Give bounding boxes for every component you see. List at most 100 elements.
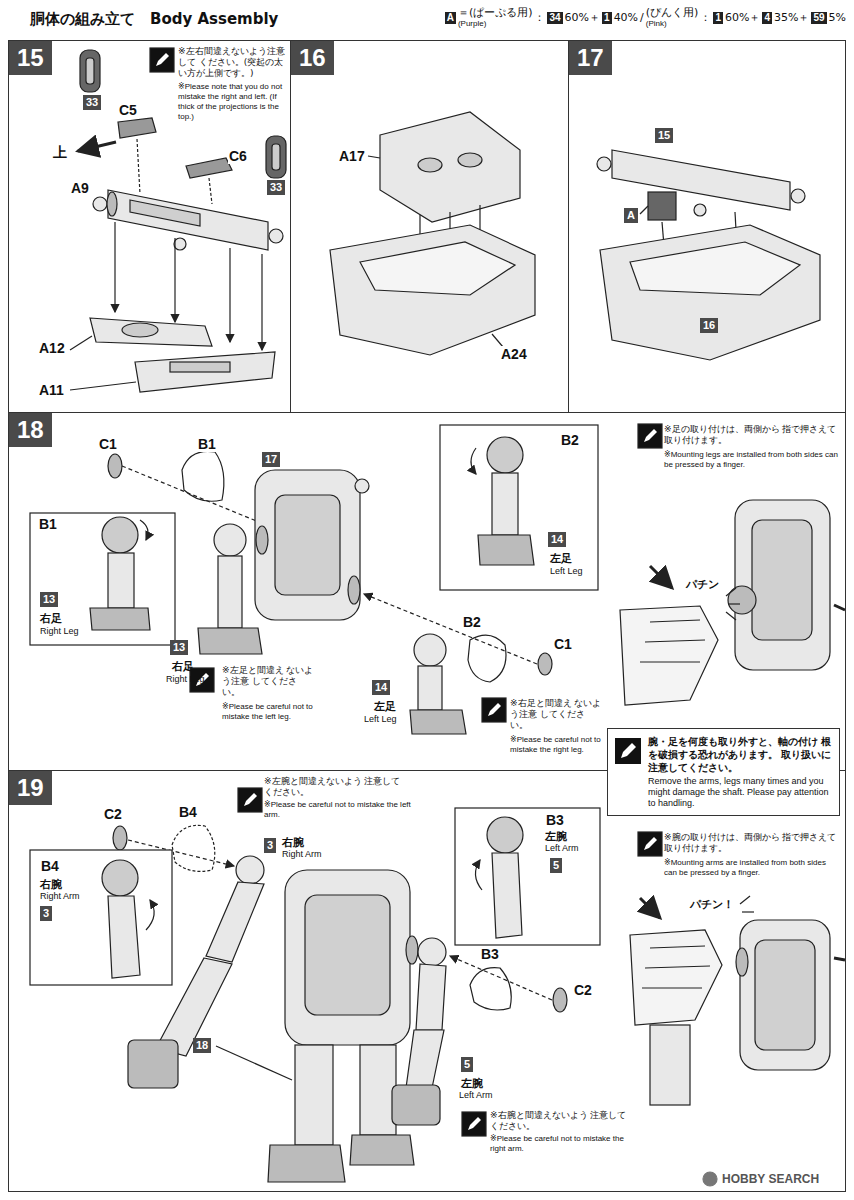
color-number: 1 <box>602 12 612 24</box>
callout-number: 33 <box>267 180 285 195</box>
part-drawing <box>182 451 224 501</box>
part-drawing <box>350 1135 414 1165</box>
formula-text: (Purple) <box>458 19 486 29</box>
note-text: ※腕の取り付けは、両側から 指で押さえて取り付けます。 <box>664 832 840 854</box>
part-drawing <box>268 1145 345 1182</box>
part-drawing <box>118 118 156 138</box>
callout-number: 13 <box>170 640 188 655</box>
watermark-icon <box>703 1172 717 1186</box>
part-drawing <box>642 987 702 988</box>
part-name: 右腕 <box>40 878 62 891</box>
formula-text: ： <box>700 11 711 24</box>
part-drawing <box>70 336 92 350</box>
title: 胴体の組み立て <box>30 10 135 28</box>
part-drawing <box>392 1085 440 1125</box>
formula-text: (Pink) <box>646 19 667 29</box>
part-drawing <box>86 58 94 84</box>
part-drawing <box>834 958 845 960</box>
callout-number: 5 <box>550 858 562 873</box>
part-drawing <box>597 150 820 360</box>
part-drawing <box>455 808 600 945</box>
part-name: Left Leg <box>364 714 397 725</box>
part-drawing <box>418 938 446 966</box>
part-drawing <box>114 222 115 312</box>
part-label: B1 <box>38 516 58 532</box>
part-drawing <box>218 556 242 628</box>
part-drawing <box>492 853 522 938</box>
part-label: C2 <box>103 806 123 822</box>
part-label: A12 <box>38 340 66 356</box>
part-label: A24 <box>500 346 528 362</box>
part-name: Right Leg <box>40 626 79 637</box>
part-drawing <box>630 930 722 1025</box>
part-drawing <box>600 225 820 360</box>
part-drawing <box>645 640 705 642</box>
formula-text: 60%＋ <box>725 11 760 24</box>
part-drawing <box>90 318 212 346</box>
part-drawing <box>726 588 736 596</box>
part-drawing <box>30 850 172 985</box>
part-drawing <box>538 653 552 675</box>
part-drawing <box>214 524 246 556</box>
part-drawing <box>261 254 262 350</box>
caution-icon <box>488 703 501 716</box>
part-drawing <box>170 362 230 372</box>
part-drawing <box>650 620 700 622</box>
part-drawing <box>368 156 380 158</box>
note-text: ※Please note that you do not mistake the… <box>178 82 286 122</box>
note-text: ※右腕と間違えないよう 注意してください。 <box>490 1110 630 1132</box>
part-name: Right Arm <box>282 849 322 860</box>
note-text: ※足の取り付けは、両側から 指で押さえて取り付けます。 <box>664 424 840 446</box>
part-drawing <box>186 158 232 178</box>
note-text: ※左腕と間違えないよう 注意してください。 <box>264 776 404 798</box>
caution-icon <box>638 832 662 856</box>
part-drawing <box>130 200 200 226</box>
part-name: 右足 <box>40 612 62 625</box>
part-drawing <box>256 526 268 554</box>
part-drawing <box>70 382 136 390</box>
part-label: 上 <box>52 144 68 160</box>
part-drawing <box>206 882 264 962</box>
part-drawing <box>102 860 138 896</box>
part-drawing <box>418 666 442 710</box>
part-name: Left Arm <box>545 843 579 854</box>
caution-icon <box>638 832 662 856</box>
callout-number: 3 <box>40 906 52 921</box>
part-drawing <box>135 352 275 392</box>
caution-icon <box>156 53 169 66</box>
callout-number: A <box>624 208 638 223</box>
caution-icon <box>468 1117 481 1130</box>
note-text: ※Please be careful not to mistake the ri… <box>490 1134 640 1154</box>
part-drawing <box>30 513 175 645</box>
note-text: ※Please be careful not to mistake the le… <box>222 702 322 722</box>
color-number: 4 <box>762 12 772 24</box>
part-name: パチン！ <box>690 898 734 911</box>
part-drawing <box>360 1045 396 1135</box>
callout-number: 14 <box>372 680 390 695</box>
part-drawing <box>650 1025 690 1105</box>
part-drawing <box>295 1045 333 1145</box>
part-drawing <box>174 238 186 250</box>
caution-icon <box>238 788 262 812</box>
part-drawing <box>450 956 552 1000</box>
part-label: B3 <box>480 946 500 962</box>
part-name: Left Leg <box>550 566 583 577</box>
part-name: 左足 <box>550 552 572 565</box>
part-label: C2 <box>573 982 593 998</box>
part-drawing <box>620 606 718 705</box>
formula-text: / <box>640 11 644 24</box>
note-text: ※Mounting arms are installed from both s… <box>664 858 840 878</box>
note-text: ※右足と間違え ないよう注意 してください。 <box>510 698 602 731</box>
part-drawing <box>640 661 700 662</box>
part-drawing <box>255 470 360 620</box>
callout-number: 5 <box>461 1057 473 1072</box>
part-name: Left Arm <box>459 1090 493 1101</box>
part-drawing <box>70 50 286 392</box>
part-drawing <box>648 192 676 220</box>
part-drawing <box>209 178 212 204</box>
part-drawing <box>108 553 134 608</box>
part-drawing <box>80 50 100 92</box>
part-drawing <box>236 856 264 884</box>
note-text: ※左足と間違え ないよう注意 してください。 <box>222 665 314 698</box>
formula-group: ＝(ぱーぷる用)(Purple) <box>458 6 533 29</box>
